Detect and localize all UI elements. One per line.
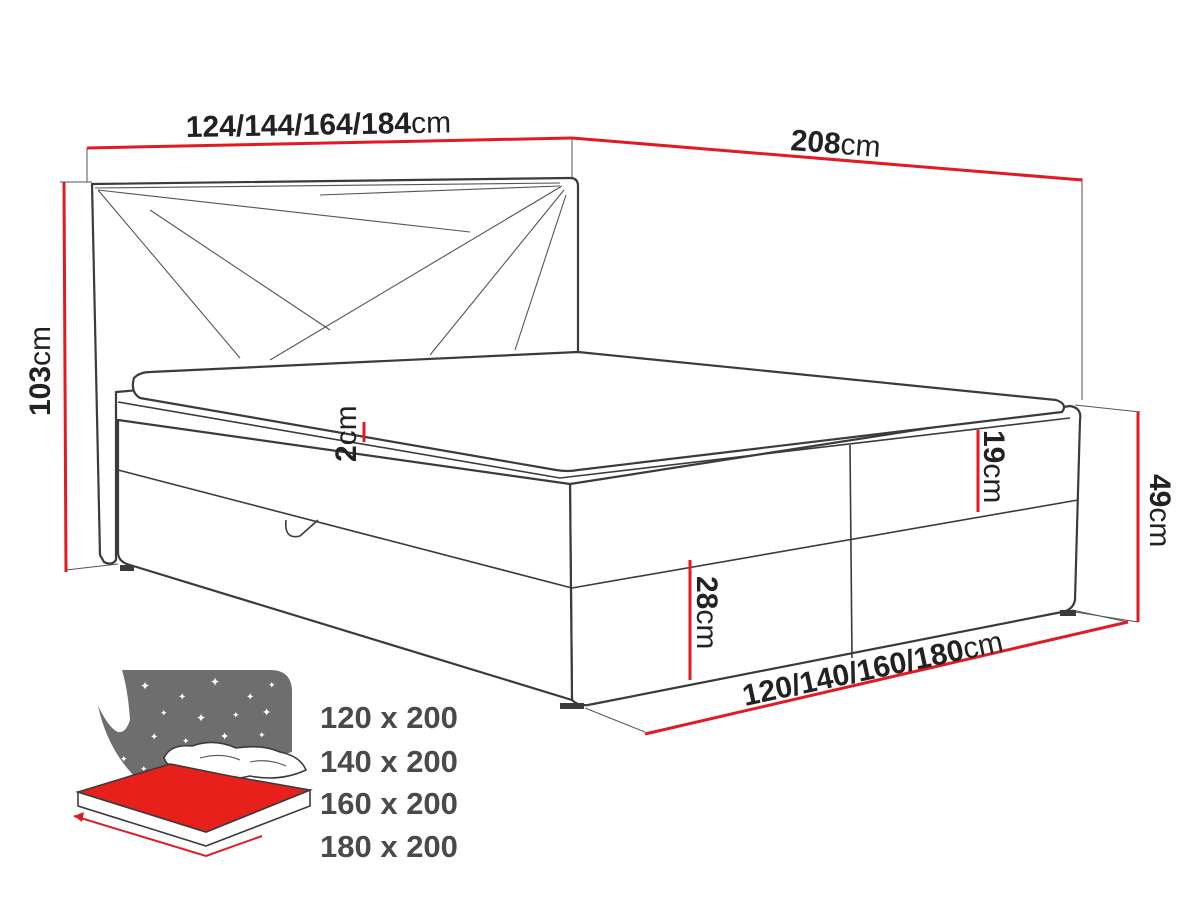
size-list: 120 x 200 140 x 200 160 x 200 180 x 200 — [320, 700, 458, 864]
mattress-top — [131, 350, 1066, 473]
extension-lines — [60, 138, 1141, 733]
svg-text:✦: ✦ — [140, 679, 150, 693]
mattress-size-icon: ✦ ✦ ✦ ✦ ✦ ✦ ✦ ✦ ✦ ✦ ✦ ✦ ✦ ✦ ✦ — [73, 670, 313, 858]
svg-text:✦: ✦ — [160, 709, 168, 719]
width-total-label: 124/144/164/184cm — [186, 106, 452, 144]
night-sky-panel — [98, 670, 292, 800]
mattress-block-top — [75, 763, 313, 833]
svg-text:✦: ✦ — [220, 730, 229, 743]
base-height-label: 28cm — [690, 576, 723, 649]
svg-text:✦: ✦ — [120, 755, 128, 765]
svg-text:✦: ✦ — [258, 731, 266, 741]
foot — [1060, 610, 1076, 616]
size-option: 120 x 200 — [320, 700, 458, 735]
svg-text:✦: ✦ — [210, 675, 220, 689]
size-option: 180 x 200 — [320, 829, 458, 864]
svg-text:✦: ✦ — [262, 706, 271, 719]
svg-text:✦: ✦ — [140, 765, 148, 775]
topper-thickness-label: 2cm — [330, 405, 363, 462]
mattress-height-label: 19cm — [977, 430, 1010, 503]
base-front — [116, 418, 574, 702]
svg-text:✦: ✦ — [232, 711, 240, 721]
bed-height-label: 49cm — [1143, 474, 1176, 547]
headboard-height-label: 103cm — [24, 326, 57, 416]
svg-text:✦: ✦ — [182, 737, 190, 747]
star-icons: ✦ ✦ ✦ ✦ ✦ ✦ ✦ ✦ ✦ ✦ ✦ ✦ ✦ ✦ ✦ — [120, 675, 276, 775]
bed-drawing — [90, 176, 1082, 709]
size-option: 140 x 200 — [320, 744, 458, 779]
width-arrow — [73, 815, 263, 858]
foot — [120, 565, 134, 571]
svg-text:✦: ✦ — [196, 711, 206, 725]
svg-text:✦: ✦ — [178, 692, 186, 703]
svg-text:✦: ✦ — [246, 692, 254, 703]
storage-handle — [284, 519, 319, 538]
length-total-label: 208cm — [789, 124, 881, 164]
svg-text:✦: ✦ — [268, 681, 276, 691]
foot — [560, 703, 584, 709]
dimension-lines — [62, 136, 1140, 736]
headboard-stitching — [94, 182, 567, 361]
moon-icon — [98, 706, 150, 790]
svg-text:✦: ✦ — [150, 732, 158, 743]
size-option: 160 x 200 — [320, 786, 458, 821]
